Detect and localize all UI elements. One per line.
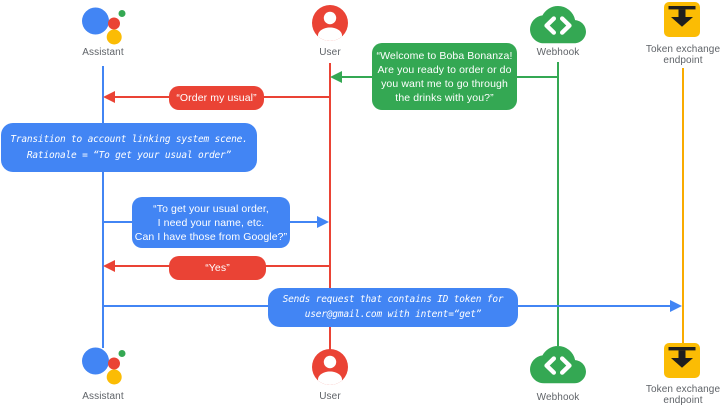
ask-google-bubble: “To get your usual order, I need your na… xyxy=(132,197,290,248)
google-assistant-icon xyxy=(82,7,126,45)
token-endpoint-lifeline xyxy=(682,68,684,343)
yes-arrowhead xyxy=(103,260,115,272)
order-my-usual-arrowhead xyxy=(103,91,115,103)
welcome-message-bubble: “Welcome to Boba Bonanza! Are you ready … xyxy=(372,43,517,110)
token-endpoint-icon xyxy=(664,2,700,37)
welcome-message-arrowhead xyxy=(330,71,342,83)
google-assistant-icon xyxy=(82,347,126,385)
webhook-label-bottom: Webhook xyxy=(536,392,580,403)
send-request-bubble: Sends request that contains ID token for… xyxy=(268,288,518,327)
transition-note-box: Transition to account linking system sce… xyxy=(1,123,257,172)
order-my-usual-bubble: “Order my usual” xyxy=(169,86,264,110)
token-endpoint-label-bottom: Token exchange endpoint xyxy=(645,384,721,406)
token-endpoint-label-top: Token exchange endpoint xyxy=(645,44,721,66)
webhook-cloud-icon xyxy=(530,346,586,384)
assistant-label-bottom: Assistant xyxy=(82,391,124,402)
user-label-top: User xyxy=(319,47,341,58)
user-label-bottom: User xyxy=(319,391,341,402)
assistant-lifeline xyxy=(102,66,104,348)
user-icon xyxy=(312,349,348,385)
ask-google-arrowhead xyxy=(317,216,329,228)
user-icon xyxy=(312,5,348,41)
webhook-lifeline xyxy=(557,62,559,346)
yes-bubble: “Yes” xyxy=(169,256,266,280)
webhook-label-top: Webhook xyxy=(536,47,580,58)
assistant-label-top: Assistant xyxy=(82,47,124,58)
user-lifeline xyxy=(329,63,331,350)
webhook-cloud-icon xyxy=(530,6,586,44)
token-endpoint-icon xyxy=(664,343,700,378)
send-request-arrowhead xyxy=(670,300,682,312)
